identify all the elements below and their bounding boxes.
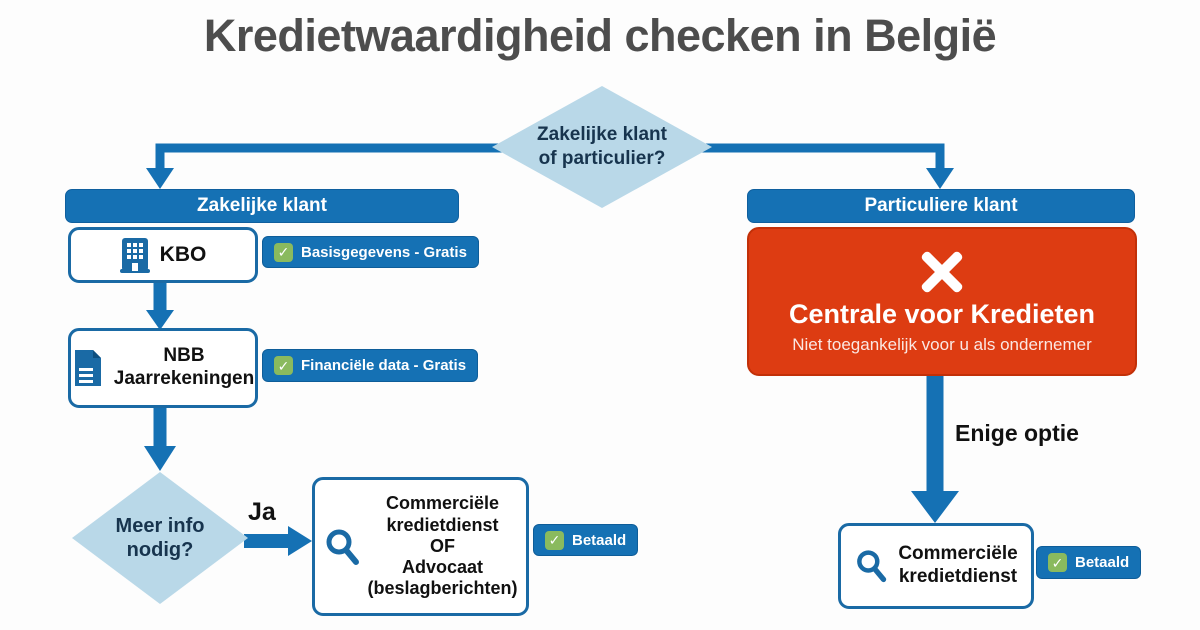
node-nbb: NBB Jaarrekeningen bbox=[68, 328, 258, 408]
node-commercial-service-right: Commerciële kredietdienst bbox=[838, 523, 1034, 609]
label-enige-optie: Enige optie bbox=[955, 420, 1079, 446]
arrowhead-kbo-nbb bbox=[146, 310, 174, 330]
decision-root-line2: of particulier? bbox=[538, 148, 666, 169]
check-icon: ✓ bbox=[1048, 553, 1067, 572]
result-right-line2: kredietdienst bbox=[898, 566, 1018, 587]
branch-header-business-label: Zakelijke klant bbox=[197, 195, 327, 216]
decision-meer-info-line2: nodig? bbox=[126, 539, 194, 561]
badge-betaald-left-label: Betaald bbox=[572, 531, 627, 549]
branch-header-business: Zakelijke klant bbox=[65, 189, 459, 223]
result-left-line: kredietdienst bbox=[386, 514, 499, 535]
result-left-line: Advocaat bbox=[401, 557, 484, 578]
badge-betaald-right: ✓ Betaald bbox=[1036, 546, 1142, 579]
node-kbo-label: KBO bbox=[159, 243, 207, 266]
arrowhead-nbb-decision bbox=[144, 446, 176, 471]
badge-betaald-left: ✓ Betaald bbox=[533, 524, 639, 556]
blocked-title: Centrale voor Kredieten bbox=[788, 298, 1096, 329]
badge-financiele-data-label: Financiële data - Gratis bbox=[301, 357, 467, 374]
label-ja: Ja bbox=[248, 498, 276, 526]
result-left-line: Commerciële bbox=[385, 493, 500, 514]
decision-root-line1: Zakelijke klant bbox=[537, 124, 667, 146]
badge-financiele-data: ✓ Financiële data - Gratis bbox=[262, 349, 479, 382]
node-centrale-voor-kredieten-blocked: Centrale voor Kredieten Niet toegankelij… bbox=[747, 227, 1137, 376]
result-right-line1: Commerciële bbox=[898, 543, 1018, 565]
node-commercial-service-left: Commerciële kredietdienst OF Advocaat (b… bbox=[312, 477, 529, 616]
cross-icon bbox=[921, 251, 963, 292]
check-icon: ✓ bbox=[274, 356, 293, 375]
node-kbo: KBO bbox=[68, 227, 258, 283]
building-icon bbox=[119, 238, 150, 273]
branch-header-private-label: Particuliere klant bbox=[864, 195, 1018, 216]
document-icon bbox=[74, 350, 101, 386]
decision-meer-info-line1: Meer info bbox=[115, 515, 205, 537]
check-icon: ✓ bbox=[545, 530, 564, 550]
search-icon bbox=[857, 550, 887, 583]
badge-basisgegevens: ✓ Basisgegevens - Gratis bbox=[262, 236, 479, 268]
node-nbb-line1: NBB bbox=[163, 345, 205, 367]
search-icon bbox=[326, 529, 360, 565]
check-icon: ✓ bbox=[274, 242, 293, 262]
node-nbb-line2: Jaarrekeningen bbox=[113, 368, 255, 389]
page-title: Kredietwaardigheid checken in België bbox=[203, 10, 997, 61]
badge-betaald-right-label: Betaald bbox=[1075, 554, 1130, 571]
badge-basisgegevens-label: Basisgegevens - Gratis bbox=[301, 243, 467, 261]
arrowhead-enige-optie bbox=[911, 491, 959, 523]
result-left-line: OF bbox=[430, 535, 455, 556]
arrowhead-down-left bbox=[146, 168, 174, 189]
branch-header-private: Particuliere klant bbox=[747, 189, 1135, 223]
arrowhead-down-right bbox=[926, 168, 954, 189]
result-left-line: (beslagberichten) bbox=[367, 578, 518, 599]
blocked-subtitle: Niet toegankelijk voor u als ondernemer bbox=[792, 334, 1092, 354]
arrowhead-ja bbox=[288, 526, 312, 556]
